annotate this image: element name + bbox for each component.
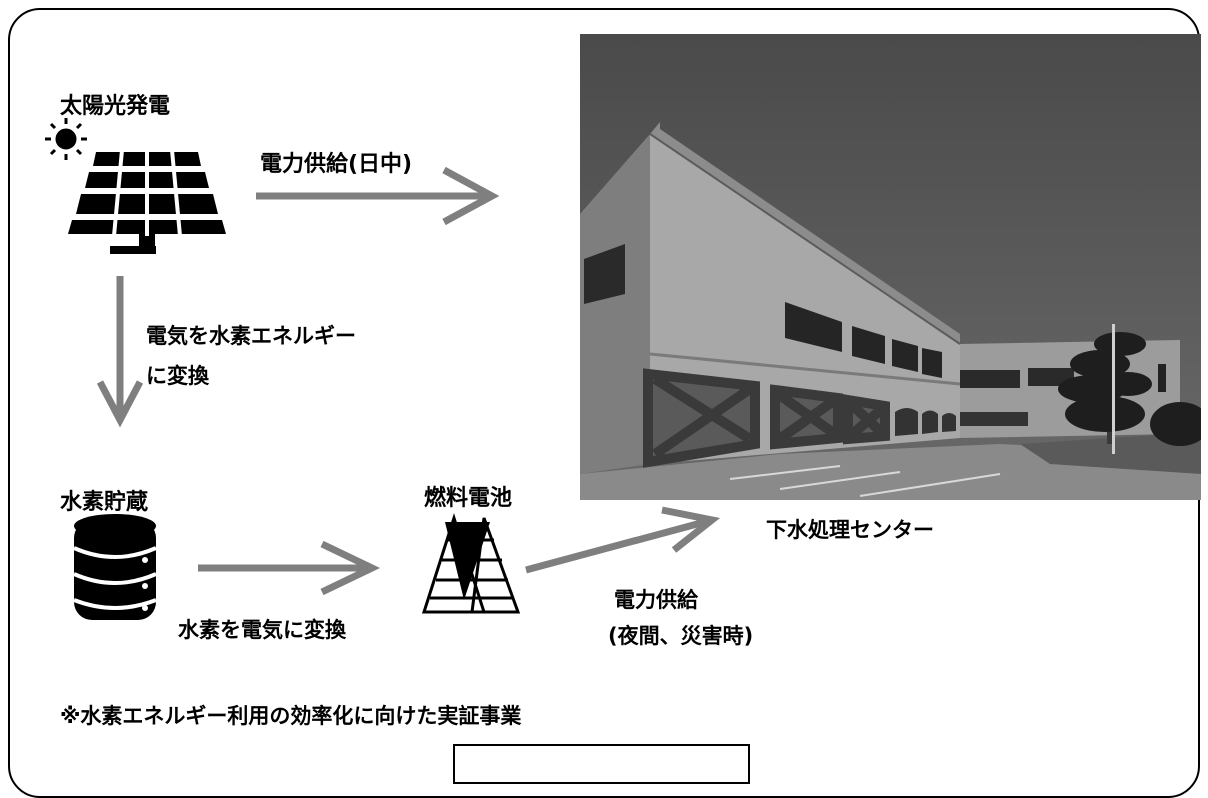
facility-caption: 下水処理センター (766, 518, 934, 542)
database-icon (74, 514, 156, 620)
flow-diagram (45, 118, 721, 620)
power-supply-night-label-line1: 電力供給 (614, 588, 698, 612)
convert-to-hydrogen-label-line2: に変換 (146, 364, 209, 388)
arrow-storage-to-fuelcell (198, 540, 381, 596)
sewage-treatment-center-photo (580, 34, 1201, 500)
sun-icon (45, 118, 87, 160)
cropped-caption-box (453, 744, 750, 784)
arrow-solar-to-storage (96, 276, 144, 428)
power-supply-night-label-line2: (夜間、災害時) (608, 624, 754, 648)
hydrogen-to-power-label: 水素を電気に変換 (178, 618, 346, 642)
power-supply-day-label: 電力供給(日中) (260, 152, 413, 177)
building-left-face (580, 134, 650, 474)
pine-tree (1058, 332, 1201, 446)
arrow-solar-to-facility (256, 166, 500, 226)
solar-power-label: 太陽光発電 (60, 94, 171, 119)
fuel-cell-label: 燃料電池 (424, 486, 513, 511)
convert-to-hydrogen-label-line1: 電気を水素エネルギー (146, 324, 356, 348)
hydrogen-storage-label: 水素貯蔵 (60, 490, 149, 515)
arrow-fuelcell-to-facility (525, 506, 721, 574)
footnote: ※水素エネルギー利用の効率化に向けた実証事業 (60, 704, 522, 728)
